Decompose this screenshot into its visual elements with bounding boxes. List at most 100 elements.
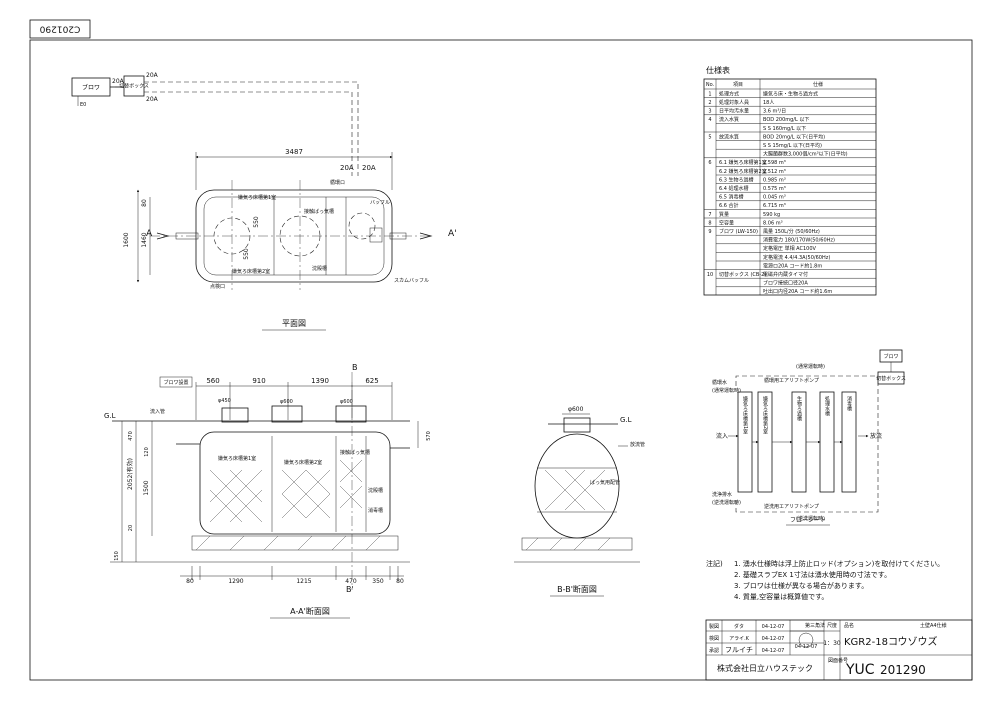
tb-name-label: 品名 (844, 622, 854, 629)
tb-company: 株式会社日立ハウステック (717, 663, 813, 673)
aa-label-7: 嫌気ろ床槽第2室 (284, 459, 322, 466)
spec-cell: 定格電流 4.4/4.3A(50/60Hz) (763, 254, 830, 261)
spec-cell: S S 15mg/L 以下(日平均) (763, 142, 822, 149)
aa-label-9: 沈殿槽 (368, 487, 383, 494)
sheet-border (29, 39, 973, 681)
spec-cell: ブロワ接続口径20A (763, 280, 808, 287)
spec-cell: 日平均汚水量 (719, 108, 749, 115)
tank-section-outline (199, 431, 391, 535)
flow-backwash-pump: 逆洗用エアリフトポンプ (764, 503, 819, 510)
spec-cell: 18人 (763, 100, 774, 106)
aa-top-dim-2: 1390 (311, 377, 329, 385)
note-0: 1. 湧水仕様時は浮上防止ロッド(オプション)を取付けてください。 (734, 559, 944, 568)
spec-cell: 2.512 m³ (763, 169, 786, 175)
plan-w1: 20A (340, 164, 354, 172)
spec-cell: 質量 (719, 211, 729, 218)
spec-cell: 7 (708, 212, 711, 218)
plan-dim-d3: 1600 (123, 232, 130, 247)
aa-left-dim-5: 150 (114, 551, 120, 561)
tb-r0-name: ダタ (734, 623, 744, 630)
flow-tank-label: 消毒槽 (846, 395, 852, 412)
tb-scale: 1：30 (823, 640, 841, 647)
spec-cell: 消費電力 180/170W(50/60Hz) (763, 237, 835, 244)
spec-cell: 処理方式 (719, 90, 739, 97)
tb-r2-role: 承認 (709, 647, 719, 654)
spec-cell: 嫌気ろ床・生物ろ過方式 (763, 90, 818, 97)
aa-top-dim-0: 560 (206, 377, 219, 385)
plan-dim-d6: 550 (243, 248, 250, 260)
plan-label-7: 点検口 (210, 283, 225, 290)
plan-dim-d4: 80 (141, 199, 148, 207)
plan-label-8: 循環ロ (330, 179, 345, 186)
spec-cell: 電磁弁内蔵タイマ付 (763, 271, 808, 278)
tb-angle: 第三角法 (805, 622, 825, 629)
corner-number-box: C201290 (29, 19, 91, 39)
spec-cell: 電源ロ20A コード約1.8m (763, 262, 822, 269)
aa-left-dim-0: 20 (128, 525, 134, 531)
tb-dwg-number: 201290 (880, 663, 926, 677)
flow-note-0: 循環水 (712, 379, 727, 386)
note-2: 3. ブロワは仕様が異なる場合があります。 (734, 581, 868, 590)
plan-dim-d2: 1460 (141, 232, 148, 247)
spec-cell: 6.1 嫌気ろ床槽第1室 (719, 159, 767, 166)
plan-label-0: 嫌気ろ床槽第1室 (238, 194, 276, 201)
spec-cell: 6.5 消毒槽 (719, 194, 744, 201)
breaker-label: 切替ボックス (119, 83, 149, 90)
breaker-box (123, 75, 145, 97)
flow-blower: ブロワ (883, 353, 898, 360)
flow-outflow: 放流 (870, 432, 882, 440)
flow-sheet: ブロワ 切替ボックス 循環用エアリフトポンプ 逆洗用エアリフトポンプ 循環水 (… (712, 349, 906, 526)
tb-r2-date: 04-12-07 (762, 648, 785, 654)
aa-bottom-dim-1: 1290 (228, 578, 243, 585)
corner-number: C201290 (39, 24, 80, 34)
aa-bottom-dim-4: 350 (372, 578, 384, 585)
spec-cell: BOD 200mg/L 以下 (763, 117, 809, 123)
spec-cell: 2 (708, 100, 711, 106)
bb-label-1: 放流管 (630, 441, 645, 448)
plan-w2: 20A (362, 164, 376, 172)
flow-box: 切替ボックス (876, 375, 906, 382)
notes: 注記) 1. 湧水仕様時は浮上防止ロッド(オプション)を取付けてください。 2.… (706, 559, 944, 601)
aa-bottom-dim-2: 1215 (296, 578, 311, 585)
spec-cell: 処理対象人員 (719, 99, 749, 106)
aa-bottom-dim-0: 80 (186, 578, 194, 585)
aa-label-8: 接触ばっ気槽 (340, 449, 370, 456)
plan-dim-d5: 550 (253, 216, 260, 228)
plan-label-5: バッフル (370, 200, 390, 206)
flow-note-3: (逆洗運転時) (712, 499, 741, 506)
aa-label-1: 流入管 (150, 408, 165, 415)
bb-top-dim: φ600 (568, 406, 584, 413)
spec-cell: 空容量 (719, 219, 734, 226)
pipe-label-2: 20A (146, 72, 159, 79)
flow-note-2: 洗浄排水 (712, 491, 732, 498)
spec-head-2: 仕様 (813, 81, 823, 88)
spec-head-1: 項目 (733, 82, 743, 88)
spec-cell: 定格電圧 単相 AC100V (763, 245, 817, 252)
spec-cell: 2.598 m³ (763, 160, 786, 166)
spec-cell: 0.985 m³ (763, 177, 786, 183)
aa-title: A-A'断面図 (290, 606, 330, 616)
spec-cell: BOD 20mg/L 以下(日平均) (763, 133, 825, 140)
aa-marker-b2: B' (346, 585, 354, 594)
flow-tank-label: 嫌気ろ床槽第1室 (742, 395, 748, 434)
spec-cell: 吐出口内径20A コード約1.6m (763, 288, 832, 295)
note-1: 2. 基礎スラブEX 1寸法は湧水使用時の寸法です。 (734, 570, 891, 579)
tank-bb-outline (534, 433, 620, 539)
spec-cell: 4 (708, 117, 711, 123)
spec-cell: 8 (708, 220, 711, 226)
bb-label-2: ばっ気用配管 (590, 479, 620, 486)
bb-title: B-B'断面図 (557, 584, 597, 594)
aa-left-dim-1: 470 (128, 431, 134, 441)
spec-cell: ブロワ (LW-150) (719, 228, 758, 235)
flow-tank-label: 嫌気ろ床槽第2室 (762, 395, 768, 434)
plan-view: ブロワ E0 20A 切替ボックス 20A 20A 3487 20A 20A (71, 72, 457, 331)
section-bb: φ600 G.L ばっ気用配管 放流管 B-B'断面図 (514, 406, 645, 597)
spec-cell: 風量 150L/分 (50/60Hz) (763, 228, 820, 235)
flow-note-5: (通常運転時) (796, 363, 825, 370)
aa-right-dim: 570 (426, 431, 432, 441)
aa-top-dim-3: 625 (365, 377, 378, 385)
aa-label-5: φ600 (340, 399, 353, 405)
title-block: 製図 ダタ 04-12-07 検図 アライ.K 04-12-07 承認 フルイチ… (705, 619, 973, 681)
plan-overall-dim: 3487 (285, 148, 303, 156)
spec-cell: 9 (708, 229, 711, 235)
